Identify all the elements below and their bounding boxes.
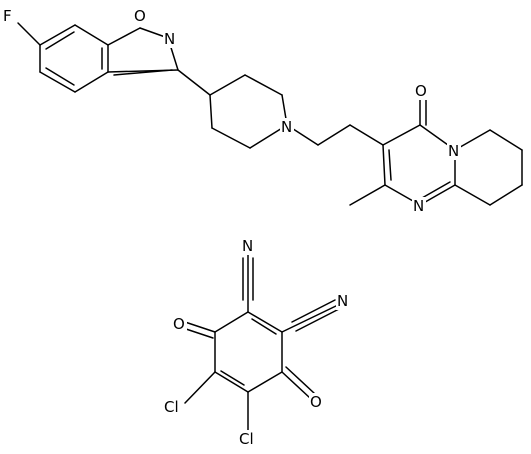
quinone-ring-bonds [214, 311, 283, 393]
nitrile-right-bond [281, 304, 339, 333]
chlorine-left-label: Cl [164, 398, 179, 416]
piperidine-nitrogen-label: N [281, 118, 292, 136]
quinone-oxygen-left-label: O [173, 315, 185, 333]
ethyl-linker-bond-2 [317, 124, 351, 146]
atom-labels: F O N N O N N N N O O Cl Cl [2, 7, 461, 448]
piperidine-ring-bonds [209, 74, 288, 149]
quinone-carbonyl-right [281, 371, 311, 399]
isoxazole-ring-bonds [107, 27, 179, 76]
c-f-bond [17, 22, 41, 46]
chlorine-bottom-label: Cl [239, 430, 254, 448]
quinone-carbonyl-left [184, 321, 216, 333]
methyl-bond [349, 184, 386, 206]
tetrahydropyrido-ring-bonds [454, 129, 523, 206]
molecule-ddq [182, 254, 340, 431]
quinone-carbonyl-left-double [182, 327, 214, 339]
ethyl-linker-bond-3 [349, 124, 384, 146]
isoxazole-nitrogen-label: N [164, 30, 175, 48]
isoxazole-oxygen-label: O [134, 7, 146, 25]
pyrimidinone-ring-bonds [382, 124, 456, 206]
bridgehead-nitrogen-label: N [448, 142, 459, 160]
nitrile-right-triple-a [291, 299, 336, 323]
pyrimidine-nitrogen-label: N [413, 197, 424, 215]
carbonyl-oxygen-label: O [415, 82, 427, 100]
nitrile-nitrogen-right-label: N [337, 292, 348, 310]
nitrile-nitrogen-top-label: N [242, 237, 253, 255]
benzene-ring-bonds [39, 24, 109, 93]
nitrile-right-triple-b [295, 308, 340, 332]
molecule-risperidone [17, 22, 523, 206]
isoxazole-piperidine-bond [177, 69, 211, 96]
quinone-oxygen-right-label: O [310, 393, 322, 411]
c-cl-bond-left [184, 371, 216, 404]
quinone-carbonyl-right-double [285, 366, 315, 394]
fluorine-label: F [3, 7, 12, 25]
